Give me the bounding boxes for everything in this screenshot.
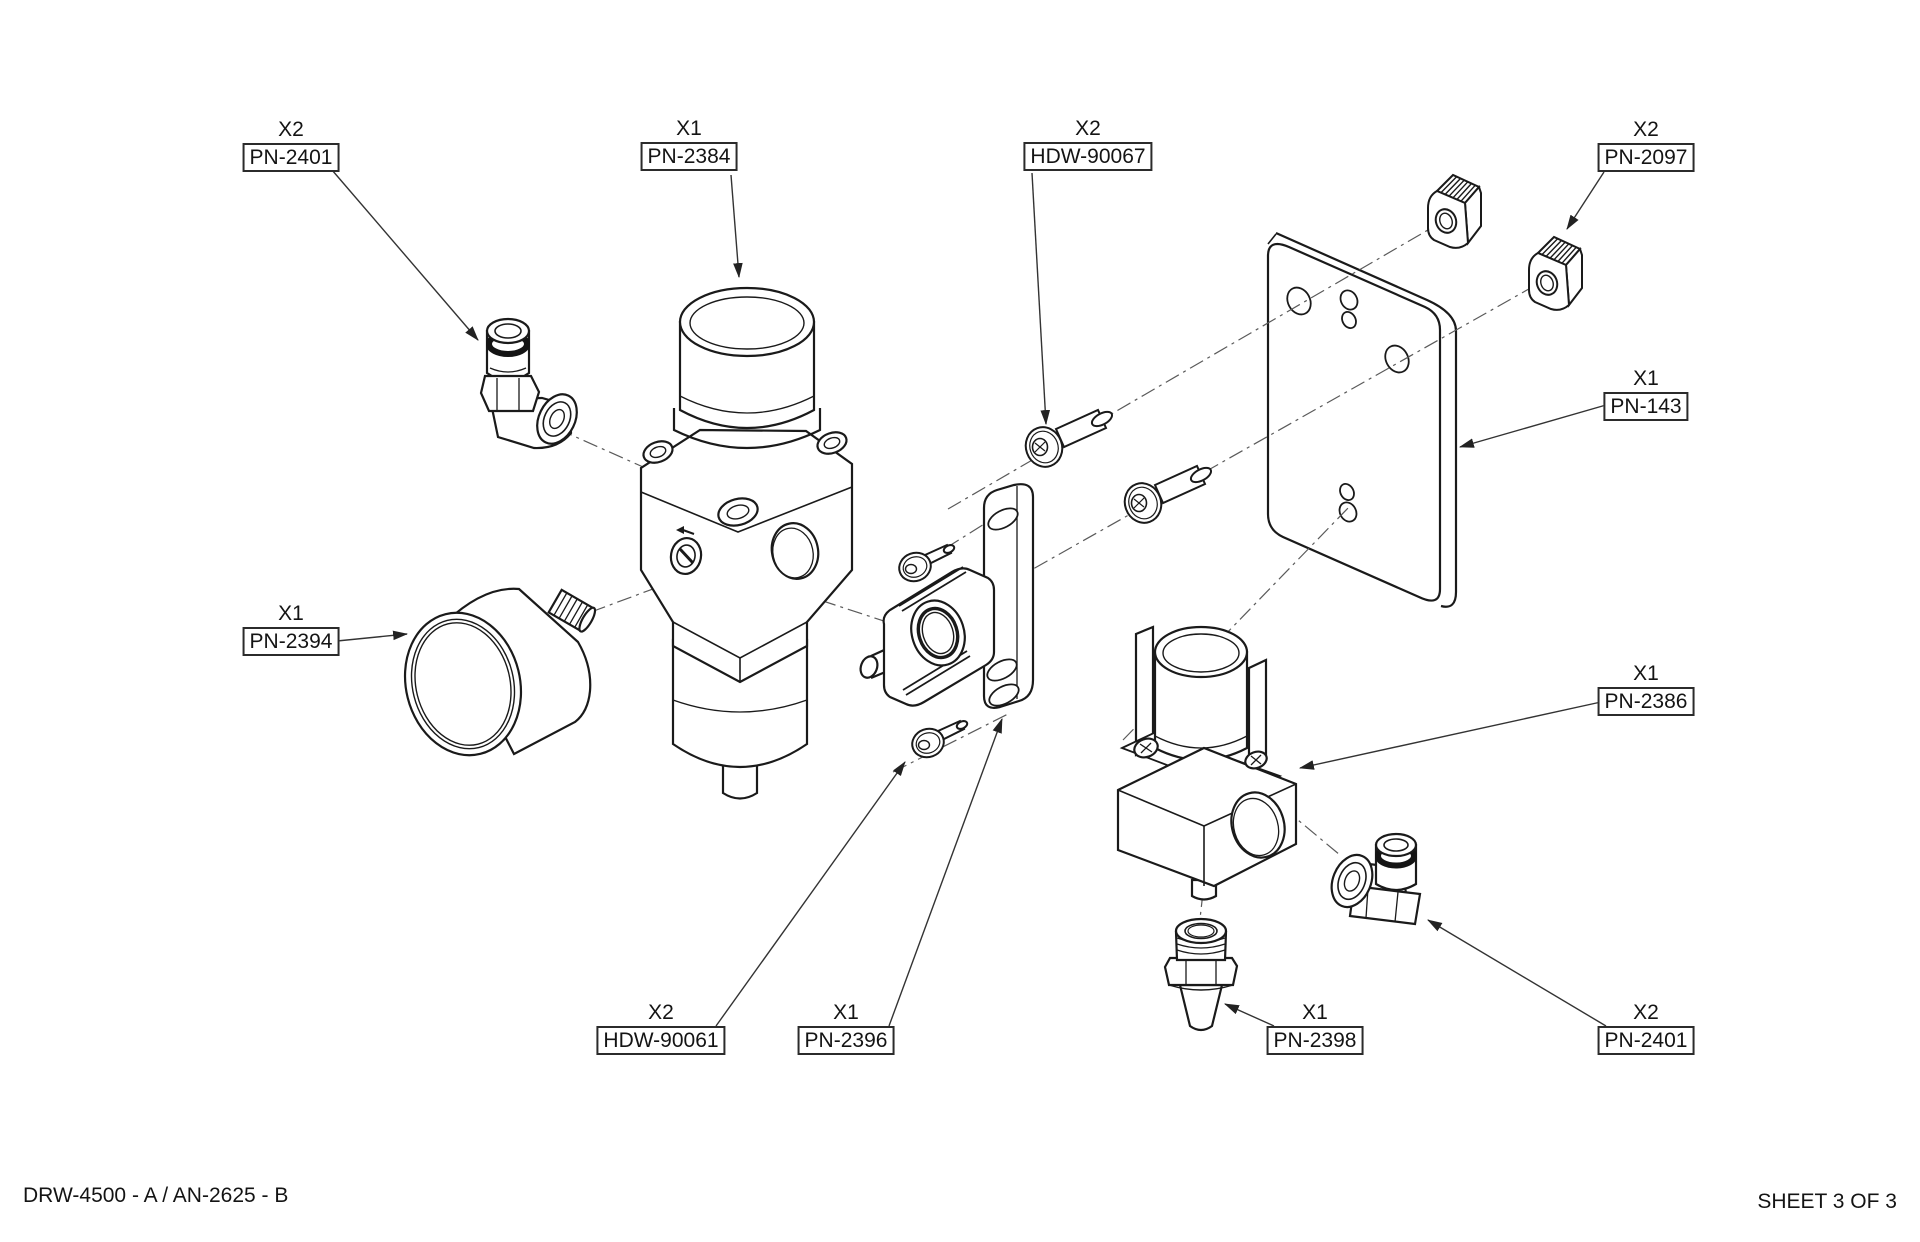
callout-qty: X2 <box>648 1001 674 1024</box>
callout-qty: X2 <box>1633 118 1659 141</box>
mounting-plate-drawing <box>1266 231 1458 608</box>
callout-filter-regulator: X1 PN-2384 <box>640 116 738 171</box>
filter-regulator-drawing <box>639 286 854 800</box>
callout-elbow-fitting-top: X2 PN-2401 <box>242 117 340 172</box>
callout-part-number: PN-2396 <box>797 1026 895 1055</box>
callout-mounting-plate: X1 PN-143 <box>1603 366 1689 421</box>
callout-qty: X2 <box>1075 117 1101 140</box>
callout-qty: X1 <box>278 602 304 625</box>
callout-qty: X1 <box>1633 367 1659 390</box>
sheet-number: SHEET 3 OF 3 <box>1757 1190 1897 1213</box>
clamp-screw-2-drawing <box>907 718 970 763</box>
callout-part-number: HDW-90067 <box>1023 142 1153 171</box>
pipe-plug-drawing <box>1163 917 1239 1032</box>
callout-qty: X1 <box>676 117 702 140</box>
regulator-drawing <box>1116 625 1298 901</box>
callout-qty: X2 <box>1633 1001 1659 1024</box>
callout-pipe-plug: X1 PN-2398 <box>1266 1000 1364 1055</box>
callout-part-number: PN-2401 <box>1597 1026 1695 1055</box>
callout-elbow-fitting-bottom: X2 PN-2401 <box>1597 1000 1695 1055</box>
callout-qty: X2 <box>278 118 304 141</box>
mounting-bracket-drawing <box>859 483 1035 709</box>
button-screw-1-drawing <box>1019 407 1116 473</box>
t-nut-2-drawing <box>1528 236 1583 311</box>
callout-qty: X1 <box>1633 662 1659 685</box>
callout-qty: X1 <box>1302 1001 1328 1024</box>
callout-part-number: PN-2398 <box>1266 1026 1364 1055</box>
callout-part-number: PN-2394 <box>242 627 340 656</box>
callout-part-number: PN-2401 <box>242 143 340 172</box>
callout-regulator: X1 PN-2386 <box>1597 661 1695 716</box>
callout-t-nuts: X2 PN-2097 <box>1597 117 1695 172</box>
button-screw-2-drawing <box>1118 463 1215 529</box>
pressure-gauge-drawing <box>403 587 597 757</box>
callout-clamp-screws: X2 HDW-90061 <box>596 1000 726 1055</box>
elbow-fitting-top-drawing <box>479 317 578 450</box>
callout-part-number: PN-2386 <box>1597 687 1695 716</box>
t-nut-1-drawing <box>1427 174 1482 249</box>
callout-mounting-bracket: X1 PN-2396 <box>797 1000 895 1055</box>
elbow-fitting-bottom-drawing <box>1330 832 1422 926</box>
callout-leader-lines <box>331 169 1607 1027</box>
callout-part-number: PN-2097 <box>1597 143 1695 172</box>
callout-pressure-gauge: X1 PN-2394 <box>242 601 340 656</box>
callout-button-screws: X2 HDW-90067 <box>1023 116 1153 171</box>
drawing-number: DRW-4500 - A / AN-2625 - B <box>23 1184 289 1207</box>
callout-part-number: HDW-90061 <box>596 1026 726 1055</box>
callout-part-number: PN-2384 <box>640 142 738 171</box>
callout-part-number: PN-143 <box>1603 392 1689 421</box>
callout-qty: X1 <box>833 1001 859 1024</box>
